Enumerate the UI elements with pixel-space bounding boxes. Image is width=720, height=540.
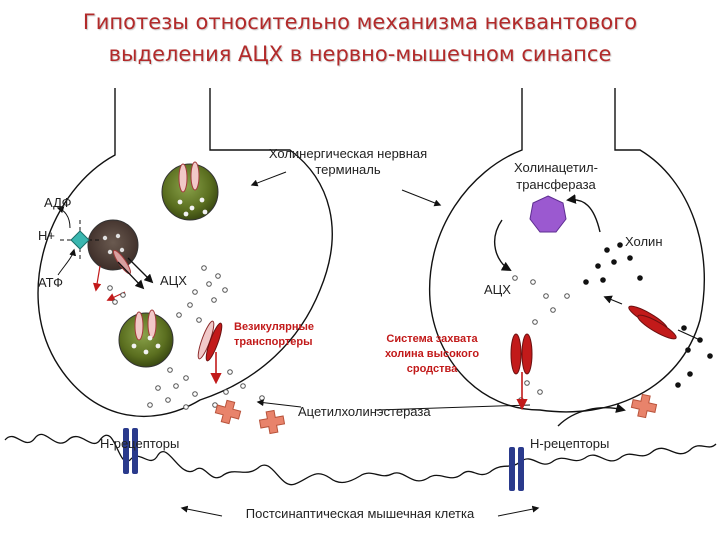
- proton-pump-icon: [60, 220, 100, 262]
- ach-molecules-left: [107, 265, 265, 410]
- ach-molecules-right: [512, 275, 570, 403]
- choline-molecules: [583, 242, 713, 388]
- n-receptor-right: [509, 447, 524, 491]
- label-cat-2: трансфераза: [516, 177, 596, 192]
- choline-uptake-transporter: [510, 333, 533, 375]
- ache-enzyme-right: [630, 393, 658, 419]
- label-vesicular-2: транспортеры: [234, 336, 313, 348]
- label-hplus: H+: [38, 228, 55, 243]
- label-uptake-3: сродства: [407, 363, 458, 375]
- choline-recycle-arrow: [557, 403, 626, 427]
- label-uptake-2: холина высокого: [385, 348, 479, 360]
- label-adp: АДФ: [44, 195, 72, 210]
- vesicle-1: [161, 161, 219, 221]
- label-nrec-right: Н-рецепторы: [530, 436, 609, 451]
- right-nerve-terminal: [428, 88, 706, 413]
- n-receptor-left: [123, 428, 138, 474]
- label-choline: Холин: [625, 234, 663, 249]
- vesicle-2: [87, 219, 139, 275]
- title-line-1: Гипотезы относительно механизма некванто…: [82, 10, 638, 34]
- label-terminal-2: терминаль: [315, 162, 380, 177]
- label-vesicular-1: Везикулярные: [234, 321, 314, 333]
- vesicle-3: [118, 309, 174, 368]
- ache-enzyme-left: [214, 399, 242, 425]
- atp-arrow: [57, 248, 77, 276]
- left-nerve-terminal: [37, 88, 333, 418]
- ache-enzyme-mid: [258, 409, 286, 435]
- choline-to-enzyme-arrow: [566, 194, 601, 233]
- postsynaptic-membrane: [4, 433, 717, 486]
- label-ache: Ацетилхолинэстераза: [298, 404, 431, 419]
- vesicular-transporter-left: [197, 320, 223, 362]
- synthesis-arrow: [493, 219, 512, 271]
- label-ach-right: АЦХ: [484, 282, 511, 297]
- label-atp: АТФ: [38, 275, 63, 290]
- label-muscle: Постсинаптическая мышечная клетка: [246, 506, 475, 521]
- label-nrec-left: Н-рецепторы: [100, 436, 179, 451]
- label-ach-left: АЦХ: [160, 273, 187, 288]
- vesicular-transporter-right: [628, 305, 677, 340]
- adp-arrow: [56, 206, 71, 229]
- label-uptake-1: Система захвата: [386, 333, 478, 345]
- title-line-2: выделения АЦХ в нервно-мышечном синапсе: [108, 42, 612, 66]
- choline-acetyltransferase-icon: [529, 195, 567, 233]
- label-cat-1: Холинацетил-: [514, 160, 598, 175]
- label-terminal-1: Холинергическая нервная: [269, 146, 427, 161]
